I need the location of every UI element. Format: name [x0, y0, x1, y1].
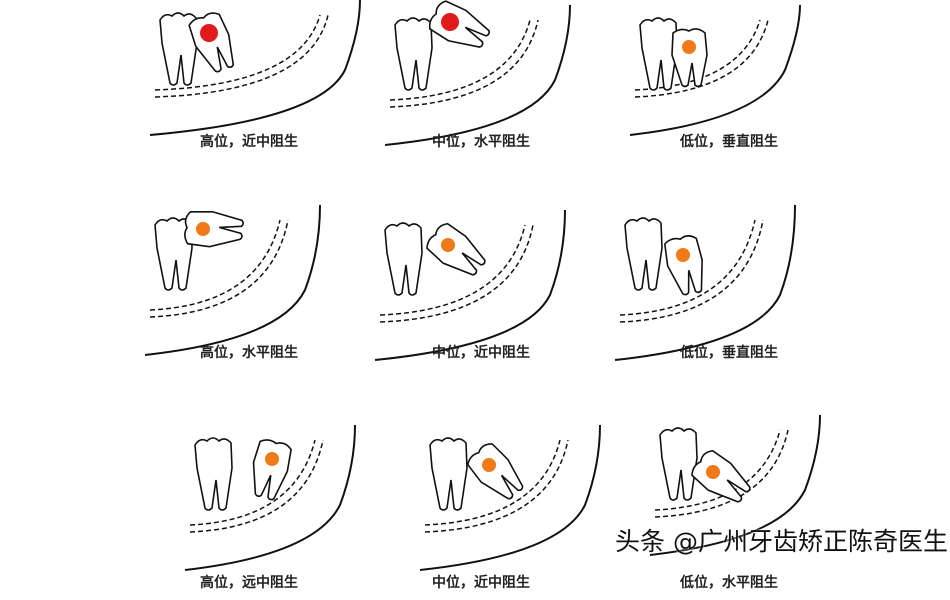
wisdom-tooth-outline	[428, 0, 490, 48]
canal-line	[389, 19, 539, 108]
second-molar	[624, 217, 663, 291]
panel-label: 高位，远中阻生	[200, 575, 298, 591]
panel-label: 低位，垂直阻生	[680, 345, 778, 361]
panel-label: 高位，水平阻生	[200, 345, 298, 361]
tooth-marker-dot	[682, 40, 696, 54]
jaw-outline	[419, 424, 601, 571]
canal-line	[379, 224, 526, 316]
wisdom-tooth-outline	[663, 235, 703, 296]
wisdom-tooth-outline	[252, 439, 292, 501]
canal-line	[149, 219, 281, 311]
wisdom-tooth	[426, 222, 486, 276]
wisdom-tooth-outline	[691, 449, 751, 503]
panel-label: 中位，近中阻生	[432, 345, 530, 361]
wisdom-tooth	[428, 0, 490, 48]
wisdom-tooth-outline	[184, 210, 244, 248]
tooth-marker-dot	[265, 452, 279, 466]
second-molar	[384, 222, 423, 296]
watermark: 头条 @广州牙齿矫正陈奇医生	[615, 527, 948, 556]
second-molar	[394, 17, 433, 91]
jaw-outline	[629, 4, 801, 136]
jaw-outline	[144, 204, 321, 356]
tooth-marker-dot	[200, 24, 218, 42]
wisdom-tooth-outline	[466, 443, 524, 500]
wisdom-tooth	[671, 28, 708, 88]
wisdom-tooth	[184, 210, 244, 248]
wisdom-tooth-outline	[426, 222, 486, 276]
canal-line	[654, 429, 789, 518]
wisdom-tooth	[188, 12, 235, 73]
wisdom-tooth	[466, 443, 524, 500]
tooth-marker-dot	[441, 238, 455, 252]
second-molar	[429, 437, 468, 511]
tooth-marker-dot	[482, 458, 496, 472]
wisdom-tooth	[252, 439, 292, 501]
canal-line	[619, 219, 764, 323]
canal-line	[189, 439, 324, 533]
wisdom-tooth	[691, 449, 751, 503]
second-molar	[159, 12, 198, 86]
panel-label: 高位，近中阻生	[200, 134, 298, 150]
panel-label: 低位，垂直阻生	[680, 134, 778, 150]
tooth-marker-dot	[706, 465, 720, 479]
panel-label: 中位，近中阻生	[432, 575, 530, 591]
wisdom-tooth-outline	[188, 12, 235, 73]
jaw-outline	[649, 414, 821, 556]
jaw-outline	[374, 209, 566, 361]
panel-label: 低位，水平阻生	[680, 575, 778, 591]
canal-line	[634, 19, 761, 91]
jaw-outline	[384, 4, 571, 146]
canal-line	[189, 439, 316, 526]
canal-line	[424, 439, 561, 526]
second-molar	[194, 437, 233, 511]
canal-line	[389, 19, 531, 101]
canal-line	[634, 19, 769, 98]
canal-line	[424, 439, 569, 533]
panel-label: 中位，水平阻生	[432, 134, 530, 150]
canal-line	[154, 14, 329, 98]
second-molar	[659, 427, 698, 501]
canal-line	[619, 219, 756, 316]
second-molar	[639, 17, 678, 91]
jaw-outline	[184, 424, 356, 571]
tooth-marker-dot	[441, 13, 459, 31]
jaw-outline	[149, 0, 361, 136]
wisdom-tooth	[663, 235, 703, 296]
tooth-marker-dot	[196, 222, 210, 236]
canal-line	[154, 14, 321, 91]
tooth-marker-dot	[676, 248, 690, 262]
jaw-outline	[614, 204, 796, 361]
canal-line	[149, 219, 289, 318]
wisdom-tooth-outline	[671, 28, 708, 88]
